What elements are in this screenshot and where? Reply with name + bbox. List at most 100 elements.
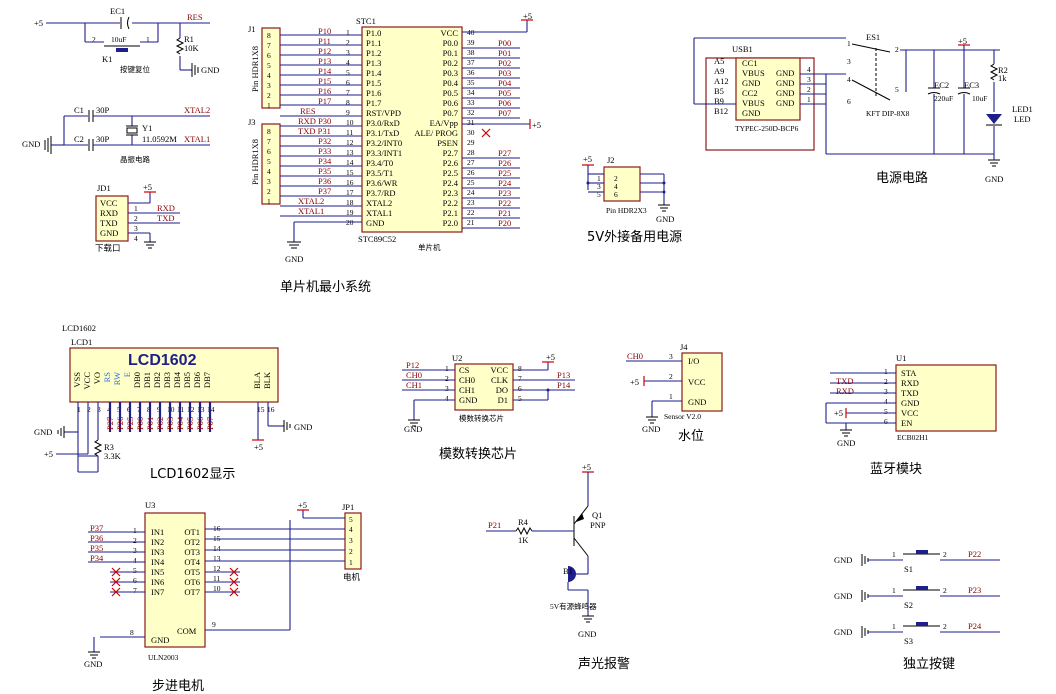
stc-left-pin: P3.3/INT1 bbox=[366, 148, 402, 158]
svg-text:R3: R3 bbox=[104, 442, 114, 452]
adc-left-net: CH0 bbox=[406, 370, 422, 380]
crystal-circuit: GND C1 30P C2 30P XTAL2 XTAL1 Y1 11.0592… bbox=[22, 105, 210, 164]
stc-right-num: 21 bbox=[467, 218, 475, 227]
uln-left-num: 2 bbox=[133, 536, 137, 545]
uln-left-net: P35 bbox=[90, 543, 103, 553]
svg-text:U1: U1 bbox=[896, 353, 906, 363]
bt-pin-label: EN bbox=[901, 418, 912, 428]
adc-right-net: P14 bbox=[557, 380, 571, 390]
power-circuit: USB1 A5 A9 A12 B5 B9 B12 CC1 VBUS GND CC… bbox=[693, 32, 1033, 184]
bt-net: RXD bbox=[836, 386, 854, 396]
j3-net: P37 bbox=[318, 186, 331, 196]
stc-left-pin: P1.5 bbox=[366, 78, 381, 88]
key-net: P24 bbox=[968, 621, 982, 631]
water-sensor-j4: J4 I/O VCC GND 3 2 1 CH0 +5 GND Sensor V… bbox=[626, 342, 723, 434]
svg-text:CC1: CC1 bbox=[742, 58, 758, 68]
key-net: P23 bbox=[968, 585, 981, 595]
svg-text:5: 5 bbox=[895, 85, 899, 94]
svg-text:C2: C2 bbox=[74, 134, 84, 144]
svg-text:11.0592M: 11.0592M bbox=[142, 134, 177, 144]
uln-nc-mark bbox=[111, 577, 121, 587]
stc-right-pin: P2.6 bbox=[443, 158, 458, 168]
svg-text:KFT DIP-8X8: KFT DIP-8X8 bbox=[866, 109, 910, 118]
lcd-net: P25 bbox=[125, 417, 135, 430]
j3-net: XTAL1 bbox=[298, 206, 324, 216]
stc-right-pin: P0.6 bbox=[443, 98, 458, 108]
svg-text:GND: GND bbox=[285, 254, 303, 264]
j3-net: P36 bbox=[318, 176, 331, 186]
stc-right-pin: P0.3 bbox=[443, 68, 458, 78]
svg-text:JP1: JP1 bbox=[342, 502, 354, 512]
stc-right-pin: P2.5 bbox=[443, 168, 458, 178]
stc-left-num: 14 bbox=[346, 158, 354, 167]
stc-right-pin: VCC bbox=[441, 28, 459, 38]
stc-right-num: 37 bbox=[467, 58, 475, 67]
stc-left-num: 9 bbox=[346, 108, 350, 117]
svg-text:B12: B12 bbox=[714, 106, 728, 116]
svg-text:VBUS: VBUS bbox=[742, 68, 765, 78]
stc-right-num: 26 bbox=[467, 168, 475, 177]
stc-left-pin: XTAL2 bbox=[366, 198, 392, 208]
uln-left-net: P34 bbox=[90, 553, 104, 563]
uln-left-net: P37 bbox=[90, 523, 103, 533]
svg-text:3: 3 bbox=[349, 536, 353, 545]
motor-connector-jp1: JP1 5 4 3 2 1 电机 +5 bbox=[205, 500, 362, 582]
svg-text:EC3: EC3 bbox=[964, 80, 979, 90]
stc-right-num: 23 bbox=[467, 198, 475, 207]
uln-nc-mark bbox=[229, 567, 239, 577]
svg-text:8: 8 bbox=[130, 628, 134, 637]
svg-text:A5: A5 bbox=[714, 56, 724, 66]
uln-left-num: 3 bbox=[133, 546, 137, 555]
stc-right-num: 25 bbox=[467, 178, 475, 187]
stc-left-num: 2 bbox=[346, 38, 350, 47]
j1-pin-num: 7 bbox=[267, 41, 271, 50]
stc-right-pin: P2.2 bbox=[443, 198, 458, 208]
stc-right-num: 39 bbox=[467, 38, 475, 47]
svg-text:VBUS: VBUS bbox=[742, 98, 765, 108]
ec1-value: 10uF bbox=[111, 35, 126, 44]
uln-nc-mark bbox=[229, 587, 239, 597]
adc-right-pin: VCC bbox=[491, 365, 509, 375]
stc-right-num: 30 bbox=[467, 128, 475, 137]
stc-left-pin: P3.7/RD bbox=[366, 188, 396, 198]
stc-left-num: 7 bbox=[346, 88, 350, 97]
svg-text:GND: GND bbox=[294, 422, 312, 432]
reset-circuit: +5 EC1 10uF RES 2 1 K1 按键复位 R1 10K GND bbox=[34, 6, 219, 77]
uln-left-num: 7 bbox=[133, 586, 137, 595]
crystal-label: 晶振电路 bbox=[120, 154, 150, 164]
svg-text:6: 6 bbox=[614, 190, 618, 199]
stc-right-net: P27 bbox=[498, 148, 511, 158]
svg-text:3: 3 bbox=[669, 352, 673, 361]
svg-text:1: 1 bbox=[134, 204, 138, 213]
j1-pin-num: 1 bbox=[267, 101, 271, 110]
j1-pin-num: 4 bbox=[267, 71, 271, 80]
svg-text:+5: +5 bbox=[834, 408, 843, 418]
key-pin: 2 bbox=[943, 550, 947, 559]
uln-right-pin: OT3 bbox=[184, 547, 200, 557]
bt-pin-label: STA bbox=[901, 368, 917, 378]
stc-right-num: 29 bbox=[467, 138, 475, 147]
svg-text:J3: J3 bbox=[248, 117, 256, 127]
lcd-net: P01 bbox=[145, 417, 155, 430]
alarm-circuit: +5 Q1 PNP P21 R4 1K B1 5V有源蜂鸣器 GND bbox=[486, 462, 606, 639]
adc-right-num: 7 bbox=[518, 374, 522, 383]
svg-text:LCD1602: LCD1602 bbox=[62, 323, 96, 333]
stc-right-net: P04 bbox=[498, 78, 512, 88]
uln-left-pin: IN1 bbox=[151, 527, 164, 537]
uln-right-num: 13 bbox=[213, 554, 221, 563]
svg-text:+5: +5 bbox=[44, 449, 53, 459]
adc-right-num: 8 bbox=[518, 364, 522, 373]
svg-text:1K: 1K bbox=[518, 535, 529, 545]
lcd-net: P26 bbox=[115, 417, 125, 430]
stc-left-pin: P3.4/T0 bbox=[366, 158, 393, 168]
uln-right-pin: OT5 bbox=[184, 567, 200, 577]
svg-text:30P: 30P bbox=[96, 134, 110, 144]
bt-pin-num: 3 bbox=[884, 387, 888, 396]
stc-left-num: 4 bbox=[346, 58, 350, 67]
svg-text:1k: 1k bbox=[998, 73, 1007, 83]
j1-pin-num: 8 bbox=[267, 31, 271, 40]
svg-text:6: 6 bbox=[847, 97, 851, 106]
